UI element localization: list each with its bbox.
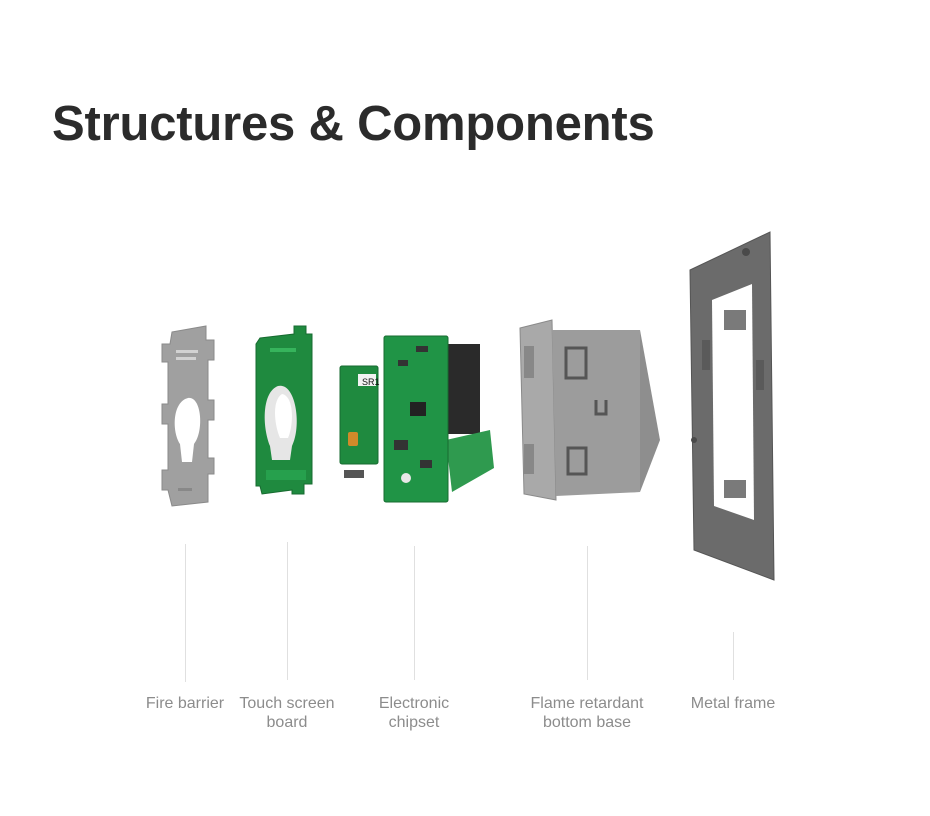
fire-barrier-plate <box>161 325 215 507</box>
metal-frame-label: Metal frame <box>690 695 776 712</box>
touch-screen-board-leader-line <box>287 542 288 680</box>
electronic-chipset-leader-line <box>414 546 415 680</box>
fire-barrier-label: Fire barrier <box>145 695 225 712</box>
electronic-chipset-assembly: SR1 <box>339 335 494 503</box>
metal-frame-leader-line <box>733 632 734 680</box>
metal-frame-outline <box>689 231 775 581</box>
pcb-marking: SR1 <box>362 377 380 387</box>
flame-retardant-bottom-base-leader-line <box>587 546 588 680</box>
page-title: Structures & Components <box>52 97 655 151</box>
touch-screen-board-pcb <box>255 325 313 495</box>
fire-barrier-leader-line <box>185 544 186 682</box>
flame-retardant-bottom-base-housing <box>519 319 660 501</box>
